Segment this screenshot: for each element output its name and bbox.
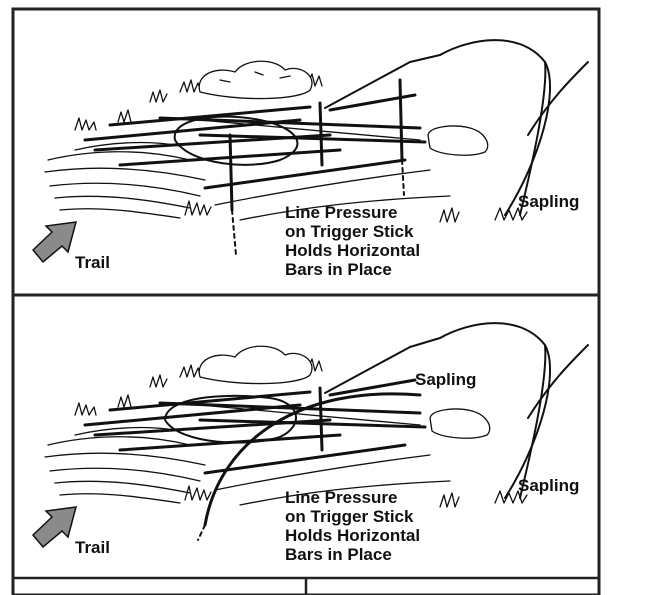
trail-label: Trail — [75, 253, 110, 272]
grass-tufts — [74, 356, 460, 508]
bush — [198, 345, 313, 385]
panel-1-illustration — [31, 39, 589, 264]
bush — [198, 60, 313, 100]
trigger-line — [324, 54, 441, 109]
sapling-label: Sapling — [518, 476, 579, 495]
trail-ground — [44, 404, 451, 506]
panel-2-labels: Trail Sapling Sapling Line Pressure on T… — [75, 370, 579, 564]
caption-line-4: Bars in Place — [285, 260, 392, 279]
caption-line-3: Holds Horizontal — [285, 241, 420, 260]
trail-arrow-icon — [31, 506, 78, 549]
caption-line-4: Bars in Place — [285, 545, 392, 564]
stakes — [228, 78, 417, 256]
rock — [429, 408, 491, 439]
trigger-line — [324, 337, 441, 394]
caption-line-2: on Trigger Stick — [285, 507, 414, 526]
panel-1-labels: Trail Sapling Line Pressure on Trigger S… — [75, 192, 579, 279]
caption-line-1: Line Pressure — [285, 203, 397, 222]
sapling-label: Sapling — [518, 192, 579, 211]
panel-2-illustration — [31, 322, 589, 549]
trail-label: Trail — [75, 538, 110, 557]
caption-line-1: Line Pressure — [285, 488, 397, 507]
stakes — [318, 378, 417, 452]
trail-arrow-icon — [31, 221, 78, 264]
bent-sapling — [203, 392, 422, 527]
snare-noose — [173, 115, 299, 166]
sapling-top-label: Sapling — [415, 370, 476, 389]
caption-line-3: Holds Horizontal — [285, 526, 420, 545]
snare-noose — [164, 394, 297, 444]
rock — [427, 125, 489, 156]
caption-line-2: on Trigger Stick — [285, 222, 414, 241]
